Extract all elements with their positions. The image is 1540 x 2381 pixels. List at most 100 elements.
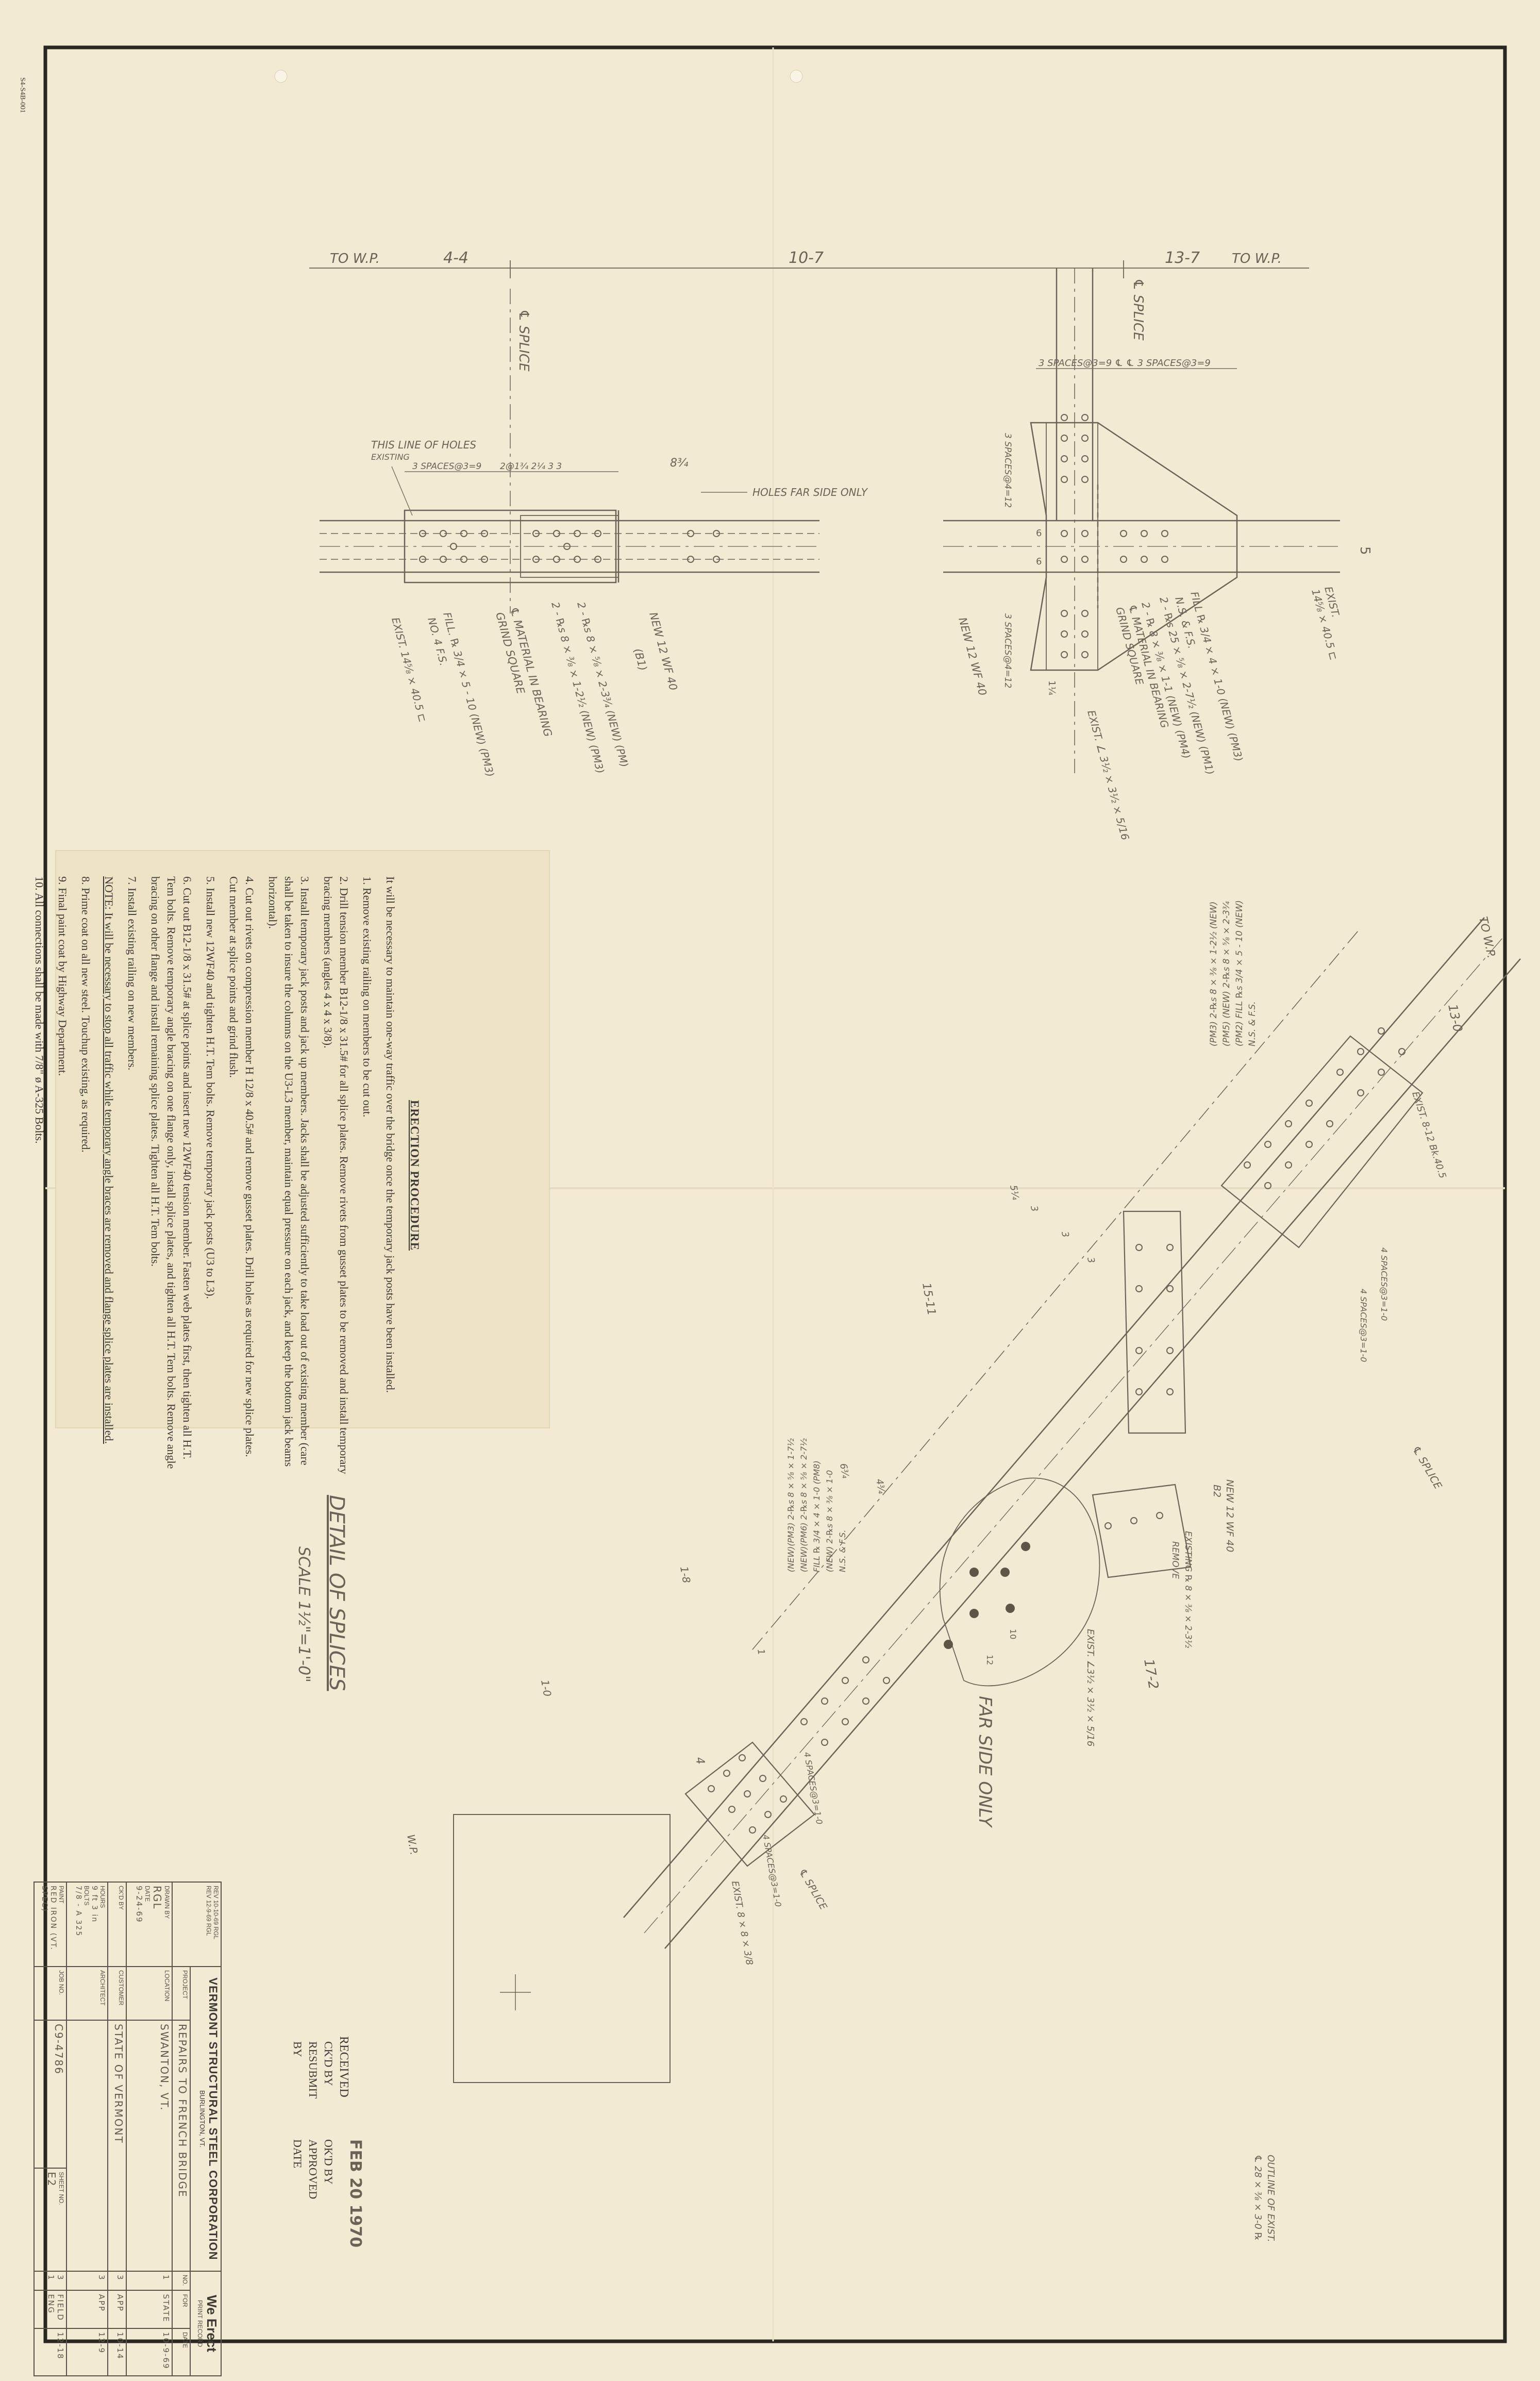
left-spacing-2: 2@1¾ 2¼ 3 3 bbox=[500, 461, 562, 472]
print-row-2-for: APP bbox=[115, 2294, 125, 2312]
customer-label: CUSTOMER bbox=[117, 1970, 125, 2006]
svg-text:(NEW)(PM3) 2-℞s 8 × ⅝ × 1-7½: (NEW)(PM3) 2-℞s 8 × ⅝ × 1-7½ bbox=[786, 1438, 796, 1572]
svg-text:4: 4 bbox=[693, 1756, 707, 1766]
company-name: VERMONT STRUCTURAL STEEL CORPORATION bbox=[207, 1977, 220, 2260]
sheet-value: E2 bbox=[45, 2172, 58, 2187]
print-row-1-for: STATE bbox=[161, 2294, 171, 2323]
job-value: C9-4786 bbox=[53, 2024, 65, 2075]
sheet-border bbox=[43, 45, 1507, 2343]
project-label: PROJECT bbox=[181, 1970, 189, 2000]
we-erect-logo: We Erect bbox=[204, 2295, 220, 2352]
svg-text:N.S. & F.S.: N.S. & F.S. bbox=[838, 1530, 847, 1572]
erection-step-2: 2. Drill tension member B12-1/8 x 31.5# … bbox=[322, 876, 350, 1474]
print-row-3-no: 3 bbox=[97, 2274, 107, 2281]
drawn-value: RGL bbox=[150, 1886, 163, 1910]
right-cl-splice: ℄ SPLICE bbox=[1130, 278, 1146, 341]
leader-line bbox=[391, 466, 413, 516]
svg-text:12: 12 bbox=[985, 1655, 995, 1665]
right-splice-member bbox=[943, 268, 1340, 773]
architect-label: ARCHITECT bbox=[99, 1970, 107, 2006]
svg-text:4 SPACES@3=1-0: 4 SPACES@3=1-0 bbox=[1359, 1289, 1368, 1362]
erection-title: ERECTION PROCEDURE bbox=[408, 1100, 421, 1251]
bolts-label: BOLTS bbox=[83, 1886, 91, 1906]
erection-intro: It will be necessary to maintain one-way… bbox=[384, 876, 397, 1393]
erection-step-3: 3. Install temporary jack posts and jack… bbox=[266, 876, 311, 1467]
print-row-5-no: 1 bbox=[46, 2274, 56, 2281]
right-vertical-spacing-2: 3 SPACES@4=12 bbox=[1002, 613, 1013, 688]
svg-text:3: 3 bbox=[1085, 1256, 1097, 1264]
svg-text:10: 10 bbox=[1008, 1629, 1018, 1639]
svg-text:6¾: 6¾ bbox=[838, 1462, 851, 1479]
diagonal-member bbox=[453, 917, 1521, 2083]
location-value: SWANTON, VT. bbox=[158, 2024, 171, 2111]
sheet-label: SHEET NO. bbox=[58, 2172, 65, 2205]
erection-step-7: 7. Install existing railing on new membe… bbox=[126, 876, 139, 1071]
title-block: REV 10-10-69 RGL REV 12-9-69 RGL VERMONT… bbox=[34, 1882, 222, 2376]
print-col-date: DATE bbox=[181, 2332, 189, 2349]
left-splice-member bbox=[320, 289, 819, 613]
print-row-1-date: 10-9-69 bbox=[161, 2332, 171, 2370]
print-record-label: PRINT RECORD bbox=[196, 2300, 204, 2347]
company-city: BURLINGTON, VT. bbox=[198, 2090, 206, 2147]
received-stamp: RECEIVED CK'D BY RESUBMIT BY FEB 20 1970… bbox=[291, 2036, 364, 2247]
drawn-label: DRAWN BY bbox=[163, 1886, 171, 1919]
erection-step-1: 1. Remove existing railing on members to… bbox=[361, 876, 374, 1118]
print-row-3-for: APP bbox=[97, 2294, 107, 2312]
erection-step-8: 8. Prime coat on all new steel. Touchup … bbox=[79, 876, 92, 1153]
left-spacing-1: 3 SPACES@3=9 bbox=[412, 461, 481, 472]
print-row-5-for: ENG bbox=[46, 2294, 56, 2314]
left-holes-note-2: EXISTING bbox=[371, 452, 410, 462]
svg-text:1: 1 bbox=[755, 1648, 767, 1656]
print-col-for: FOR bbox=[181, 2294, 189, 2307]
svg-text:RESUBMIT: RESUBMIT bbox=[307, 2041, 320, 2099]
diagonal-bolt-holes bbox=[708, 1027, 1405, 1834]
print-row-1-no: 1 bbox=[161, 2274, 171, 2281]
print-row-2-date: 10-14 bbox=[115, 2332, 125, 2360]
svg-text:(PM2) FILL ℞s 3/4 × 5 - 10 (NE: (PM2) FILL ℞s 3/4 × 5 - 10 (NEW) bbox=[1234, 900, 1245, 1046]
left-dim-8: 8¾ bbox=[670, 457, 689, 470]
svg-text:OK'D BY: OK'D BY bbox=[322, 2139, 335, 2185]
title-block-table: REV 10-10-69 RGL REV 12-9-69 RGL VERMONT… bbox=[34, 1882, 222, 2376]
svg-text:DATE: DATE bbox=[291, 2139, 304, 2168]
holes-far-side-note: HOLES FAR SIDE ONLY bbox=[752, 486, 868, 498]
hours-label: HOURS bbox=[99, 1886, 107, 1908]
svg-text:REMOVE: REMOVE bbox=[1170, 1541, 1180, 1579]
svg-text:EXISTING ℞ 8 × ⅜ × 2-3½: EXISTING ℞ 8 × ⅜ × 2-3½ bbox=[1183, 1531, 1193, 1649]
customer-value: STATE OF VERMONT bbox=[112, 2024, 125, 2144]
svg-text:5¼: 5¼ bbox=[1008, 1184, 1021, 1201]
svg-text:3: 3 bbox=[1059, 1230, 1071, 1238]
job-label: JOB NO. bbox=[58, 1970, 65, 1995]
dim-left-label: TO W.P. bbox=[330, 251, 380, 267]
svg-text:B2: B2 bbox=[1211, 1485, 1223, 1497]
right-dim-6a: 6 bbox=[1036, 528, 1042, 539]
svg-text:BY: BY bbox=[291, 2041, 304, 2057]
dim-right-value: 13-7 bbox=[1165, 249, 1200, 267]
print-col-no: NO. bbox=[181, 2274, 189, 2286]
drawn-date: 9-24-69 bbox=[134, 1886, 144, 1923]
svg-text:3: 3 bbox=[1028, 1205, 1040, 1212]
punch-hole bbox=[274, 70, 288, 83]
erection-note: NOTE: It will be necessary to stop all t… bbox=[103, 876, 115, 1444]
top-dimension-line bbox=[309, 260, 1309, 278]
svg-text:FEB 20 1970: FEB 20 1970 bbox=[346, 2139, 364, 2247]
detail-scale: SCALE 1½"=1'-0" bbox=[295, 1546, 313, 1683]
dim-middle-value: 10-7 bbox=[789, 249, 824, 267]
svg-text:NEW 12 WF 40: NEW 12 WF 40 bbox=[1224, 1479, 1235, 1552]
svg-text:FILL ℞ 3/4 × 4 × 1-0 (PM8): FILL ℞ 3/4 × 4 × 1-0 (PM8) bbox=[812, 1460, 822, 1572]
corner-mark: S4-S4B-001 bbox=[19, 77, 26, 113]
date-label: DATE bbox=[143, 1886, 151, 1902]
print-row-3-date: 12-9 bbox=[97, 2332, 107, 2354]
right-spacing-top: 3 SPACES@3=9 ℄ ℄ 3 SPACES@3=9 bbox=[1039, 358, 1211, 369]
print-row-4-date: 12-18 bbox=[56, 2332, 65, 2360]
erection-step-5: 5. Install new 12WF40 and tighten H.T. T… bbox=[204, 876, 217, 1300]
rev-2: REV 12-9-69 RGL bbox=[205, 1886, 212, 1936]
print-row-2-no: 3 bbox=[115, 2274, 125, 2281]
left-splice-holes bbox=[419, 530, 720, 563]
rev-1: REV 10-10-69 RGL bbox=[212, 1886, 220, 1940]
svg-text:1-8: 1-8 bbox=[678, 1566, 693, 1584]
bolts-value: 7/8 - A 325 bbox=[74, 1886, 83, 1937]
left-holes-note: THIS LINE OF HOLES bbox=[371, 439, 476, 451]
svg-text:(NEW) 2-℞s 8 × ⅜ × 1-0: (NEW) 2-℞s 8 × ⅜ × 1-0 bbox=[825, 1470, 834, 1572]
svg-text:EXIST. ∠3½ × 3½ × 5/16: EXIST. ∠3½ × 3½ × 5/16 bbox=[1085, 1629, 1096, 1746]
